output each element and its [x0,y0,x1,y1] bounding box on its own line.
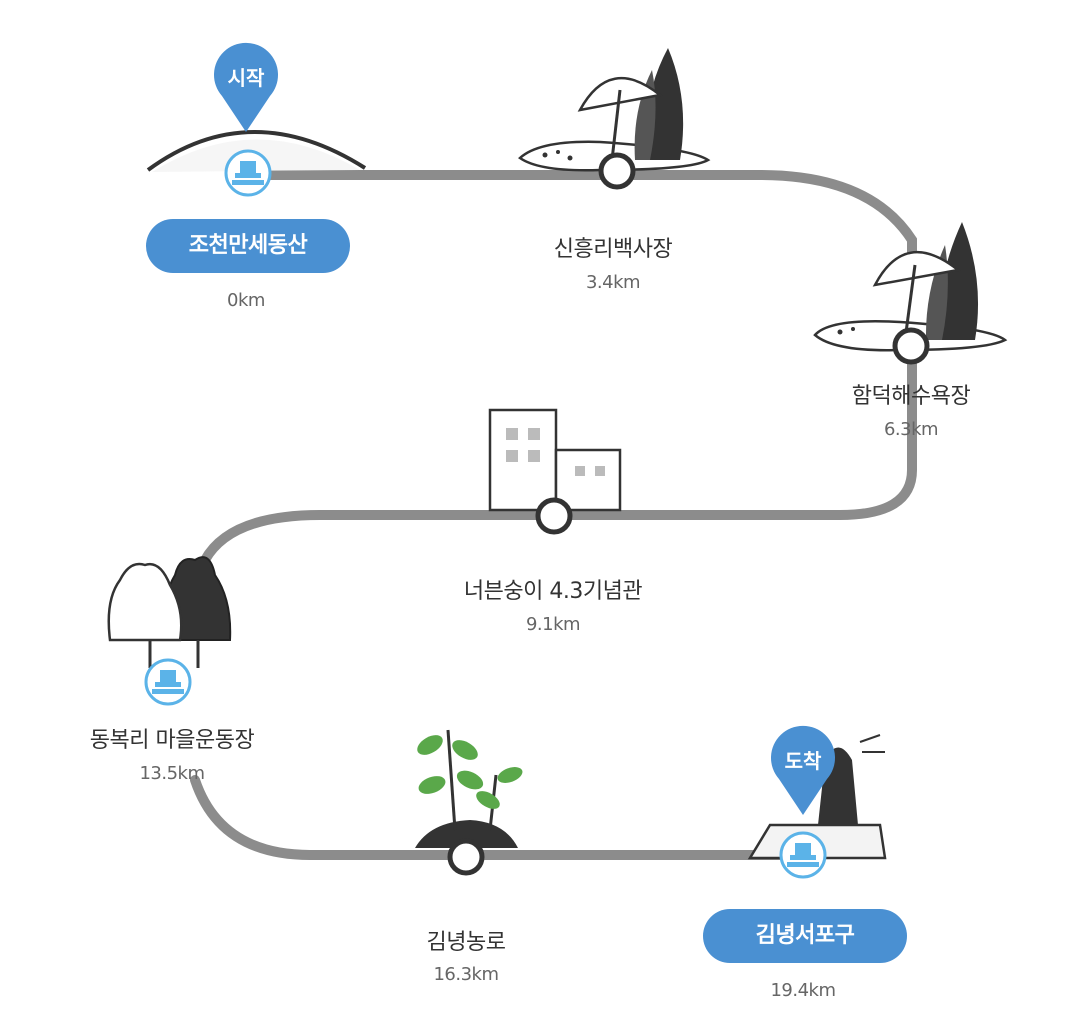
stop-distance: 6.3km [883,419,939,440]
station-icon [224,149,272,197]
end-pin-label: 도착 [784,749,822,773]
stop-distance: 16.3km [433,964,499,985]
stop-name: 신흥리백사장 [553,237,673,262]
end-stop-name: 김녕서포구 [703,909,907,963]
stop-marker [892,327,930,365]
station-icon [144,658,192,706]
stop-distance: 0km [227,290,265,311]
stop-name: 김녕농로 [426,930,506,955]
stop-name: 함덕해수욕장 [851,384,971,409]
stop-name: 동복리 마을운동장 [89,728,255,753]
stop-marker [447,838,485,876]
stop-distance: 3.4km [585,272,641,293]
route-line [190,170,917,860]
plant-illustration [415,729,523,848]
tree-illustration [107,556,232,668]
stop-distance: 9.1km [525,614,581,635]
hill-illustration [146,130,367,172]
stop-marker [535,497,573,535]
start-stop-name: 조천만세동산 [146,219,350,273]
stop-distance: 19.4km [770,980,836,1001]
beach-illustration [517,48,711,172]
memorial-building-illustration [488,408,622,512]
stop-distance: 13.5km [139,763,205,784]
station-icon [779,831,827,879]
stop-marker [598,152,636,190]
end-pin-icon [770,725,835,815]
stop-name: 너븐숭이 4.3기념관 [463,579,643,604]
start-pin-label: 시작 [227,66,265,90]
start-pin-icon [214,42,278,133]
